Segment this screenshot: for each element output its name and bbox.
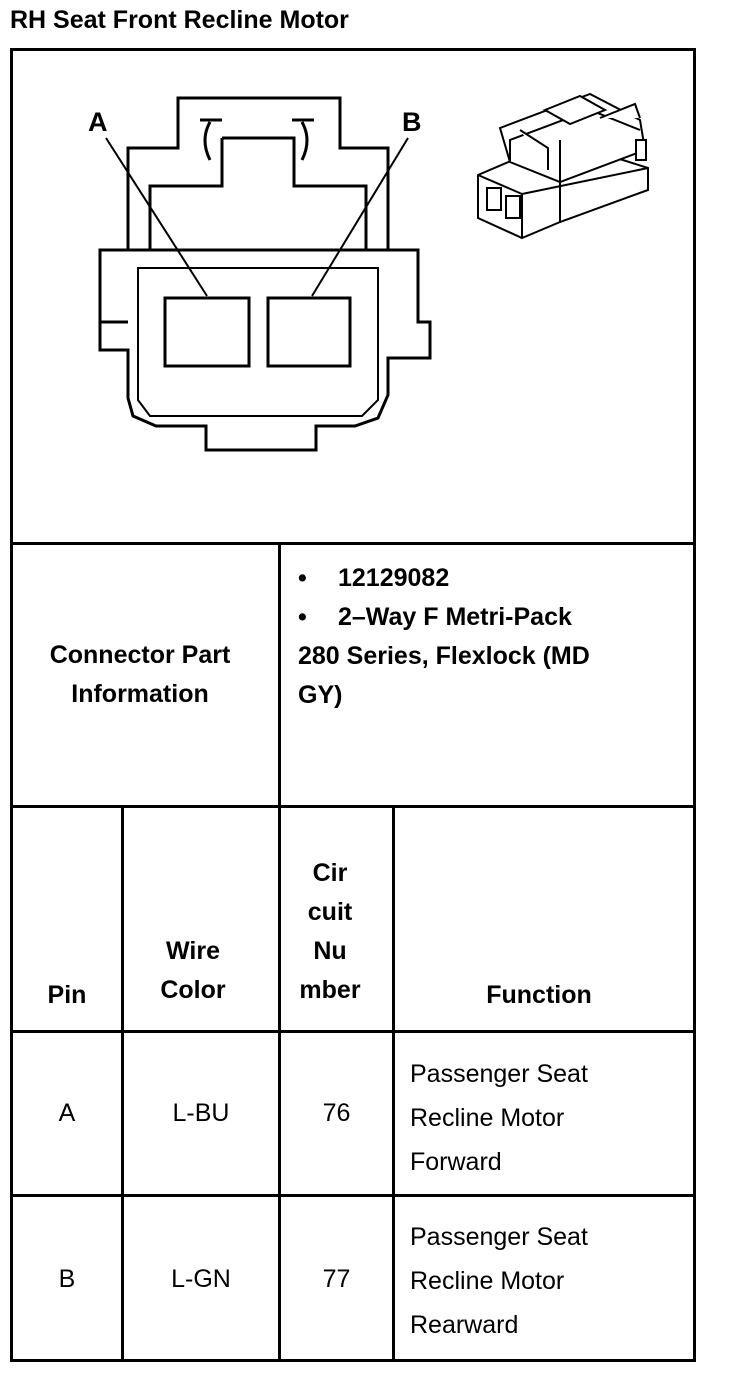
row-divider (10, 1194, 696, 1197)
connector-part-info-values: • 12129082 • 2–Way F Metri-Pack 280 Seri… (298, 559, 678, 715)
header-pin: Pin (47, 981, 87, 1009)
table-row-pin: A (58, 1099, 76, 1127)
part-number-item: • 12129082 (298, 559, 678, 598)
table-row-wire-color: L-BU (172, 1099, 230, 1127)
header-wire-color: Wire Color (160, 937, 226, 1004)
column-divider (392, 805, 395, 1362)
row-divider (10, 1030, 696, 1033)
column-divider (121, 805, 124, 1362)
column-divider (278, 542, 281, 1362)
connector-face-diagram (98, 96, 432, 452)
connector-table (10, 48, 696, 1362)
header-circuit-number: Cir cuit Nu mber (299, 859, 361, 1004)
row-divider (10, 805, 696, 808)
table-row-function: Passenger Seat Recline Motor Rearward (410, 1223, 588, 1339)
connector-part-info-label: Connector Part Information (49, 641, 231, 708)
connector-type-item: • 2–Way F Metri-Pack (298, 598, 678, 637)
table-row-function: Passenger Seat Recline Motor Forward (410, 1060, 588, 1176)
connector-type-line1: 2–Way F Metri-Pack (338, 603, 572, 631)
table-row-wire-color: L-GN (171, 1265, 231, 1293)
table-row-pin: B (58, 1265, 76, 1293)
row-divider (10, 542, 696, 545)
pin-a-callout: A (88, 107, 108, 137)
bullet-icon: • (298, 603, 307, 631)
header-function: Function (486, 981, 592, 1009)
part-number: 12129082 (338, 564, 450, 592)
pin-b-callout: B (402, 107, 422, 137)
connector-type-rest: 280 Series, Flexlock (MD GY) (298, 642, 590, 709)
connector-3d-icon (477, 92, 649, 240)
page-title: RH Seat Front Recline Motor (10, 6, 349, 34)
bullet-icon: • (298, 564, 307, 592)
table-row-circuit: 76 (322, 1099, 351, 1127)
table-row-circuit: 77 (322, 1265, 351, 1293)
